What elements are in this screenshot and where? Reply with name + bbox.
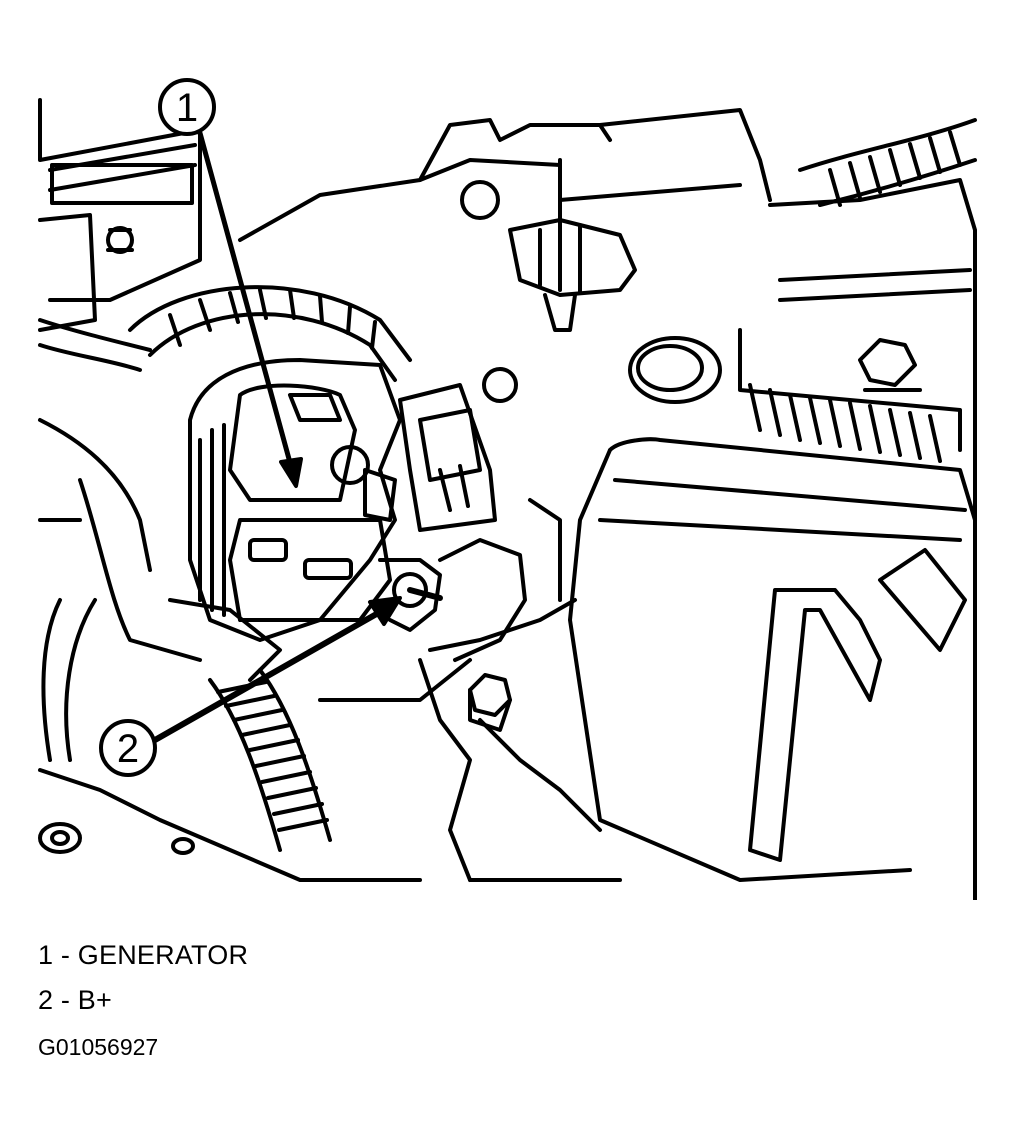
bottom-left-details	[38, 658, 472, 882]
figure-id: G01056927	[38, 1034, 159, 1060]
callout-2-circle	[99, 719, 157, 777]
generator-rear-bracket	[378, 498, 577, 662]
upper-left-bracket	[38, 98, 202, 332]
wiring-harness-arch	[128, 285, 412, 382]
engine-block-outline	[238, 108, 772, 292]
callout-1-leader	[197, 130, 295, 473]
callout-2-number: 2	[117, 727, 139, 771]
callout-2: 2	[99, 596, 402, 777]
right-ribbed-hose	[748, 383, 942, 463]
engine-bay-line-drawing: 1 2	[38, 78, 977, 900]
left-hoses	[38, 318, 282, 762]
mounting-bolt	[468, 673, 512, 732]
callout-1: 1	[158, 78, 303, 488]
lower-bracket	[418, 658, 622, 882]
callout-1-arrowhead	[279, 457, 303, 488]
round-port	[628, 336, 722, 404]
callout-1-circle	[158, 78, 216, 136]
generator-body	[188, 358, 402, 642]
battery-box	[568, 437, 977, 882]
top-connector	[508, 218, 637, 332]
bottom-corrugated-conduit	[208, 668, 332, 852]
legend-item-b-plus: 2 - B+	[38, 985, 112, 1015]
right-cover	[738, 178, 977, 900]
callout-2-arrowhead	[368, 596, 402, 626]
generator-connector	[398, 367, 518, 532]
callout-2-leader	[152, 609, 383, 743]
callout-1-number: 1	[176, 86, 198, 130]
legend-item-generator: 1 - GENERATOR	[38, 940, 249, 970]
top-right-corrugated-hose	[798, 118, 977, 207]
